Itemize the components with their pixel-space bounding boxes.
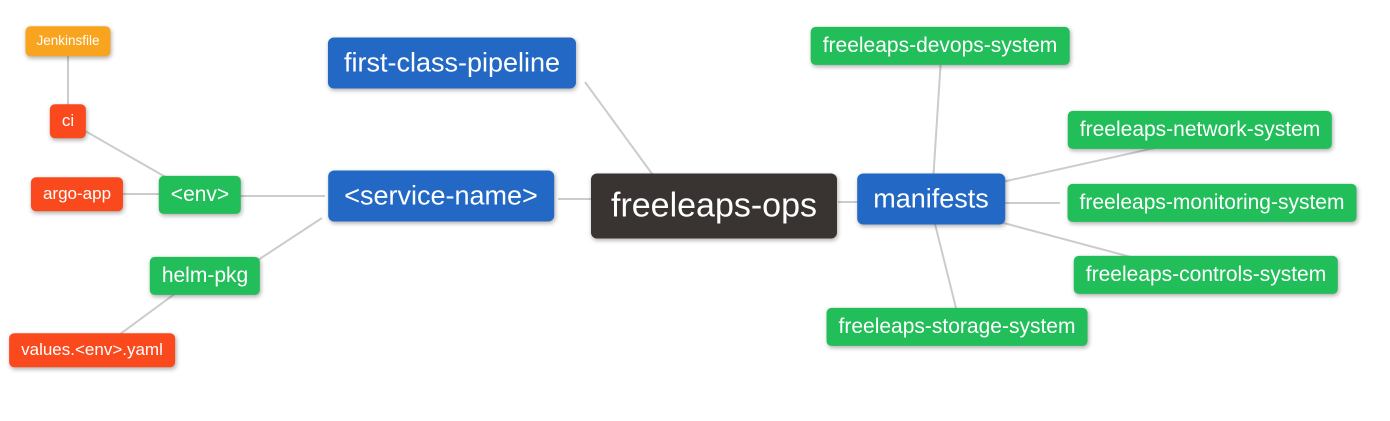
- node-freeleaps-controls-system[interactable]: freeleaps-controls-system: [1073, 255, 1339, 295]
- node-label: ci: [61, 111, 75, 131]
- node-label: <service-name>: [344, 180, 538, 211]
- edge-first-class-pipeline-freeleaps-ops: [584, 81, 659, 183]
- node-argo-app[interactable]: argo-app: [30, 177, 124, 211]
- node-manifests[interactable]: manifests: [857, 173, 1005, 225]
- node-freeleaps-network-system[interactable]: freeleaps-network-system: [1067, 110, 1333, 150]
- edge-manifests-freeleaps-controls-system: [999, 221, 1143, 261]
- node-label: freeleaps-controls-system: [1085, 262, 1327, 286]
- node-label: freeleaps-monitoring-system: [1079, 190, 1345, 214]
- node-values-env-yaml[interactable]: values.<env>.yaml: [9, 333, 175, 367]
- edge-service-name-helm-pkg: [254, 217, 323, 263]
- node-label: <env>: [170, 182, 230, 206]
- node-freeleaps-storage-system[interactable]: freeleaps-storage-system: [826, 307, 1088, 347]
- node-label: helm-pkg: [161, 263, 249, 287]
- edge-helm-pkg-values-env-yaml: [111, 289, 181, 341]
- node-label: freeleaps-storage-system: [838, 314, 1076, 338]
- node-first-class-pipeline[interactable]: first-class-pipeline: [327, 37, 577, 89]
- node-label: freeleaps-ops: [610, 186, 818, 225]
- node-label: freeleaps-network-system: [1079, 117, 1321, 141]
- node-service-name[interactable]: <service-name>: [328, 170, 554, 222]
- edge-ci-env: [79, 127, 177, 184]
- node-helm-pkg[interactable]: helm-pkg: [149, 256, 261, 296]
- node-jenkinsfile[interactable]: Jenkinsfile: [25, 26, 111, 56]
- node-label: values.<env>.yaml: [21, 340, 163, 360]
- edge-manifests-freeleaps-network-system: [1001, 144, 1169, 183]
- edge-manifests-freeleaps-devops-system: [932, 57, 942, 183]
- node-label: argo-app: [42, 184, 112, 204]
- node-freeleaps-ops[interactable]: freeleaps-ops: [590, 173, 838, 239]
- node-freeleaps-monitoring-system[interactable]: freeleaps-monitoring-system: [1067, 183, 1357, 223]
- node-ci[interactable]: ci: [49, 104, 87, 138]
- node-label: freeleaps-devops-system: [822, 33, 1058, 57]
- node-label: manifests: [873, 183, 989, 214]
- node-label: Jenkinsfile: [36, 33, 100, 49]
- node-env[interactable]: <env>: [158, 175, 242, 215]
- node-freeleaps-devops-system[interactable]: freeleaps-devops-system: [810, 26, 1070, 66]
- edge-manifests-freeleaps-storage-system: [933, 219, 958, 313]
- node-label: first-class-pipeline: [343, 47, 561, 78]
